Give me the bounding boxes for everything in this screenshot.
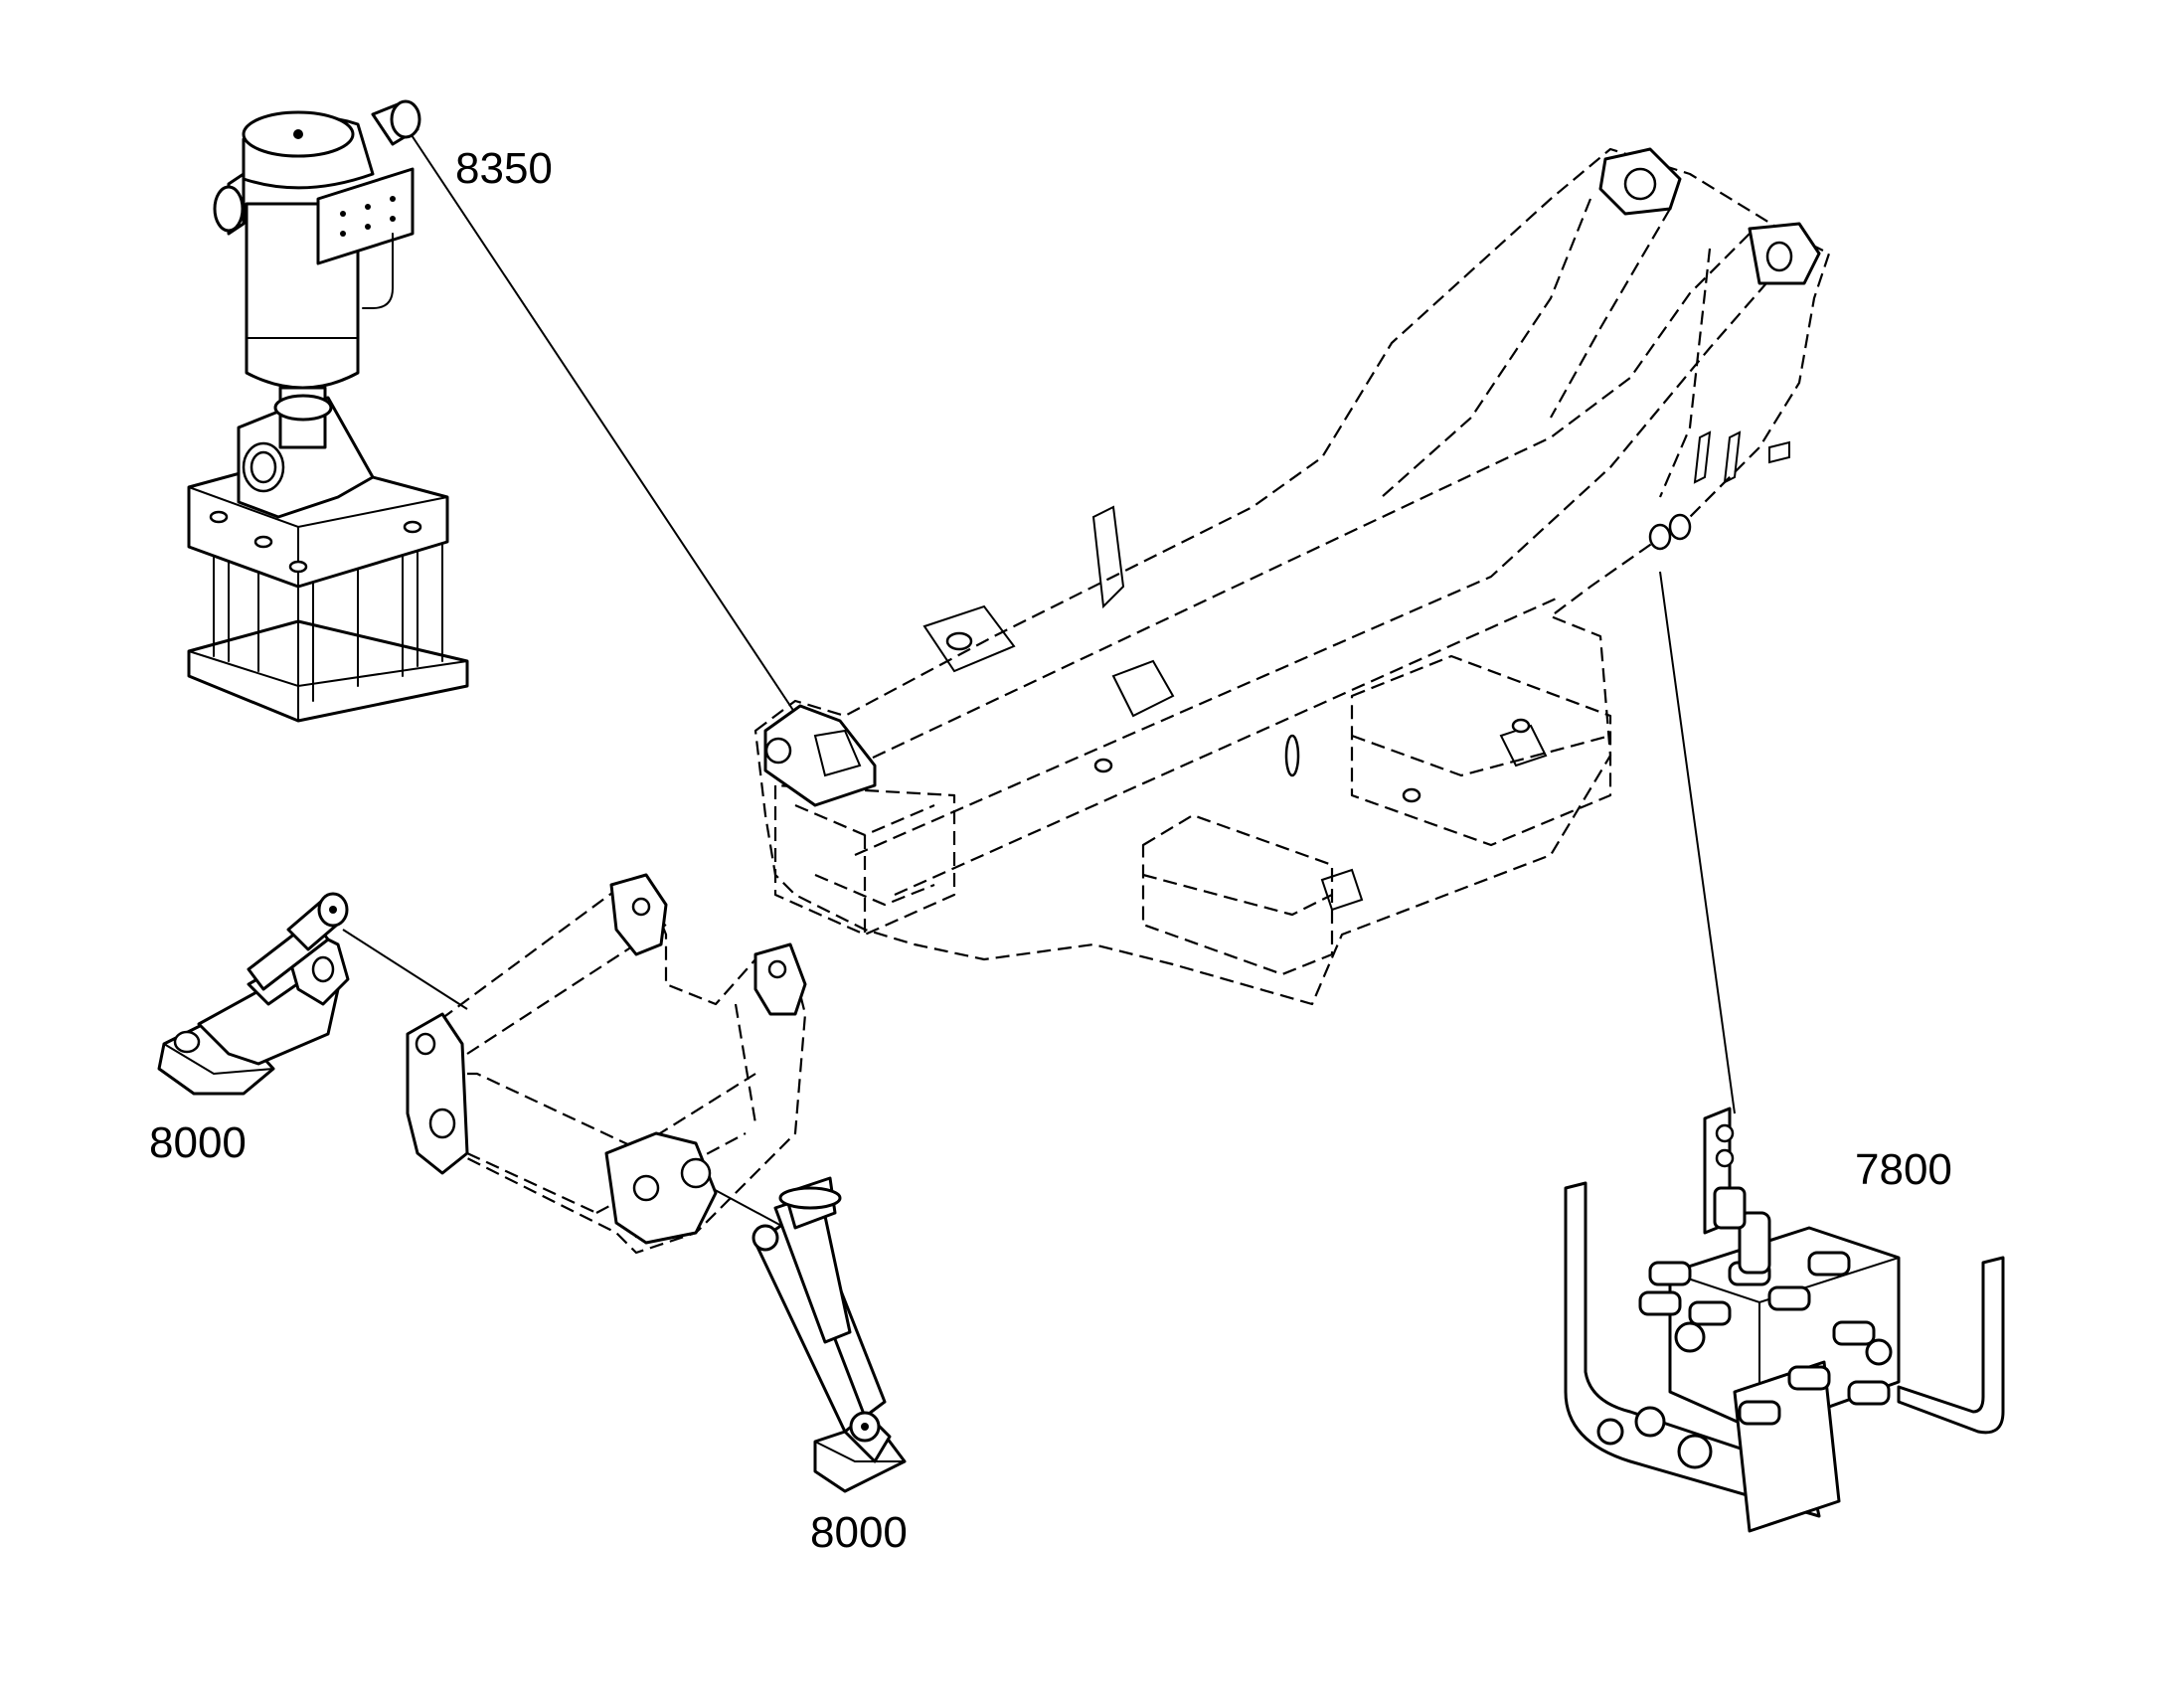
- front-subframe: [406, 873, 807, 1255]
- callout-8000-left: 8000: [149, 1118, 247, 1167]
- part-8000-left-cylinder: [157, 892, 350, 1096]
- leader-line-8000-left: [342, 929, 468, 1010]
- main-frame-chassis: [753, 147, 1831, 1006]
- part-7800-valve-block: [1564, 1107, 2005, 1533]
- callout-7800: 7800: [1855, 1145, 1952, 1194]
- callout-8350: 8350: [455, 144, 553, 193]
- part-8350-cylinder-stand: [187, 99, 469, 723]
- part-8000-bottom-cylinder: [752, 1176, 907, 1493]
- leader-line-8350: [407, 128, 801, 722]
- callout-8000-bottom: 8000: [810, 1508, 908, 1557]
- leader-line-7800: [1659, 571, 1736, 1114]
